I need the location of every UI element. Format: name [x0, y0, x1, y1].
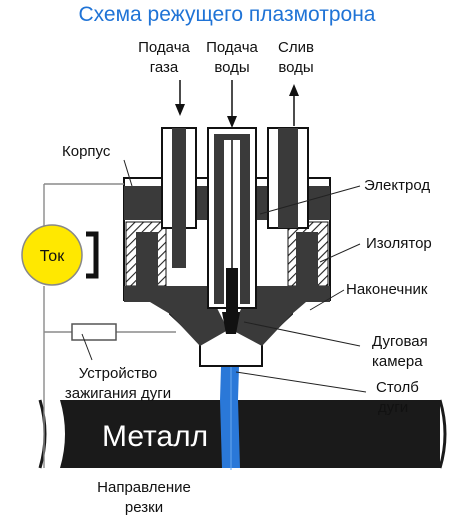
torch-body [123, 127, 331, 367]
arc-column-label-1: Столб [376, 379, 419, 396]
arc-column-label-2: дуги [378, 399, 408, 416]
switch-symbol [86, 231, 99, 279]
water-out-label-1: Слив [278, 39, 314, 56]
arc-chamber-label-2: камера [372, 353, 423, 370]
direction-label-2: резки [125, 499, 163, 516]
electric-circuit: Ток [21, 183, 176, 468]
current-label: Ток [40, 248, 65, 265]
body-label: Корпус [62, 143, 111, 160]
ignition-device [71, 323, 117, 341]
ignition-label-1: Устройство [79, 365, 157, 382]
direction-label-1: Направление [97, 479, 191, 496]
metal-workpiece: Металл [28, 399, 454, 469]
leader-lines [81, 159, 367, 393]
gas-in-label-1: Подача [138, 39, 190, 56]
insulator-label: Изолятор [366, 235, 432, 252]
water-in-label-2: воды [214, 59, 249, 76]
flow-arrows [175, 80, 299, 128]
water-in-label-1: Подача [206, 39, 258, 56]
current-source [21, 224, 83, 286]
gas-in-label-2: газа [150, 59, 179, 76]
water-out-label-2: воды [278, 59, 313, 76]
ignition-label-2: зажигания дуги [65, 385, 171, 402]
metal-label: Металл [102, 420, 208, 453]
arc-chamber-label-1: Дуговая [372, 333, 428, 350]
diagram-title: Схема режущего плазмотрона [78, 3, 375, 26]
electrode-label: Электрод [364, 177, 430, 194]
nozzle-label: Наконечник [346, 281, 428, 298]
